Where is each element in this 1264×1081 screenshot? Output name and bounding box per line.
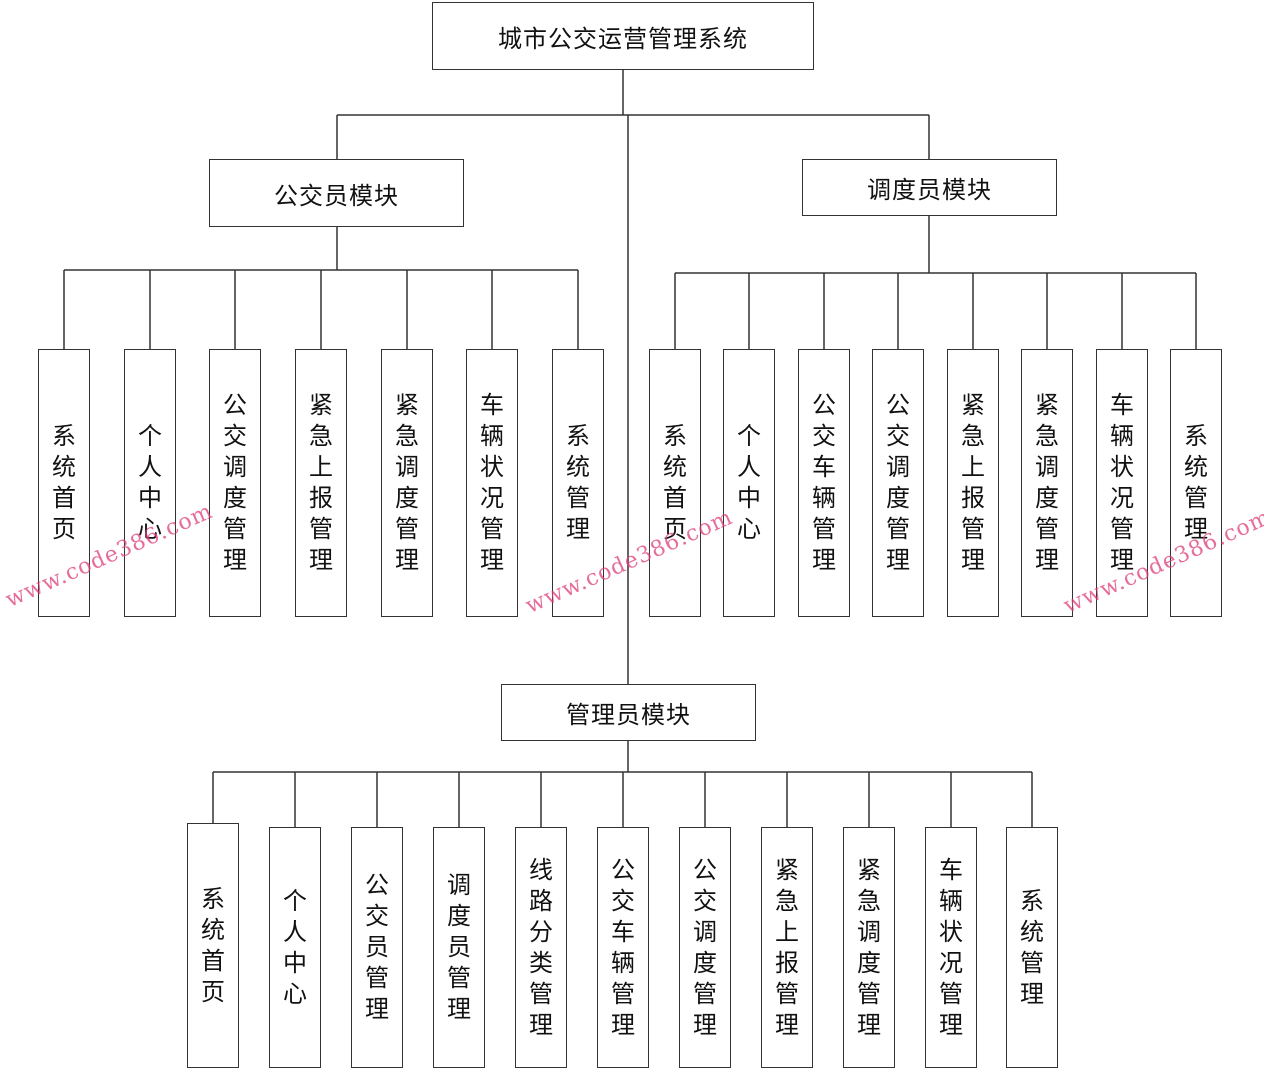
leaf-node-driver: 紧急调度管理: [381, 349, 433, 617]
leaf-node-dispatcher: 公交车辆管理: [798, 349, 850, 617]
leaf-label: 个人中心: [283, 886, 307, 1008]
leaf-label: 个人中心: [138, 422, 162, 543]
leaf-label: 车辆状况管理: [939, 855, 963, 1039]
root-node: 城市公交运营管理系统: [432, 2, 814, 70]
root-label: 城市公交运营管理系统: [498, 24, 748, 53]
leaf-node-driver: 紧急上报管理: [295, 349, 347, 617]
module-dispatcher: 调度员模块: [802, 159, 1057, 216]
leaf-node-dispatcher: 公交调度管理: [872, 349, 924, 617]
leaf-label: 公交员管理: [365, 871, 389, 1023]
leaf-node-dispatcher: 紧急调度管理: [1021, 349, 1073, 617]
leaf-label: 公交调度管理: [886, 391, 910, 574]
leaf-label: 系统首页: [52, 422, 76, 543]
leaf-label: 系统首页: [663, 422, 687, 543]
module-driver: 公交员模块: [209, 159, 464, 227]
leaf-label: 调度员管理: [447, 871, 471, 1023]
leaf-label: 紧急调度管理: [395, 391, 419, 574]
module-label: 公交员模块: [274, 181, 399, 210]
leaf-label: 车辆状况管理: [1110, 391, 1134, 574]
leaf-node-admin: 调度员管理: [433, 827, 485, 1068]
leaf-node-driver: 个人中心: [124, 349, 176, 617]
leaf-node-driver: 系统首页: [38, 349, 90, 617]
leaf-node-driver: 系统管理: [552, 349, 604, 617]
leaf-node-admin: 公交员管理: [351, 827, 403, 1068]
module-label: 调度员模块: [867, 176, 992, 204]
leaf-node-admin: 车辆状况管理: [925, 827, 977, 1068]
module-admin: 管理员模块: [501, 684, 756, 741]
leaf-label: 线路分类管理: [529, 855, 553, 1039]
leaf-node-dispatcher: 系统首页: [649, 349, 701, 617]
leaf-node-admin: 线路分类管理: [515, 827, 567, 1068]
leaf-node-dispatcher: 个人中心: [723, 349, 775, 617]
leaf-node-admin: 个人中心: [269, 827, 321, 1068]
module-label: 管理员模块: [566, 701, 691, 729]
leaf-label: 系统首页: [201, 884, 225, 1006]
leaf-node-admin: 紧急上报管理: [761, 827, 813, 1068]
leaf-node-dispatcher: 系统管理: [1170, 349, 1222, 617]
leaf-node-dispatcher: 紧急上报管理: [947, 349, 999, 617]
leaf-label: 公交车辆管理: [611, 855, 635, 1039]
leaf-label: 系统管理: [566, 422, 590, 543]
leaf-label: 车辆状况管理: [480, 391, 504, 574]
leaf-node-admin: 公交车辆管理: [597, 827, 649, 1068]
leaf-label: 公交调度管理: [693, 855, 717, 1039]
leaf-label: 系统管理: [1184, 422, 1208, 543]
leaf-node-admin: 紧急调度管理: [843, 827, 895, 1068]
leaf-node-admin: 公交调度管理: [679, 827, 731, 1068]
leaf-node-driver: 公交调度管理: [209, 349, 261, 617]
leaf-node-dispatcher: 车辆状况管理: [1096, 349, 1148, 617]
leaf-node-driver: 车辆状况管理: [466, 349, 518, 617]
leaf-label: 紧急调度管理: [857, 855, 881, 1039]
leaf-label: 公交车辆管理: [812, 391, 836, 574]
leaf-label: 个人中心: [737, 422, 761, 543]
leaf-node-admin: 系统首页: [187, 823, 239, 1068]
leaf-label: 紧急调度管理: [1035, 391, 1059, 574]
leaf-label: 紧急上报管理: [309, 391, 333, 574]
leaf-node-admin: 系统管理: [1006, 827, 1058, 1068]
leaf-label: 公交调度管理: [223, 391, 247, 574]
leaf-label: 紧急上报管理: [775, 855, 799, 1039]
leaf-label: 系统管理: [1020, 886, 1044, 1008]
leaf-label: 紧急上报管理: [961, 391, 985, 574]
